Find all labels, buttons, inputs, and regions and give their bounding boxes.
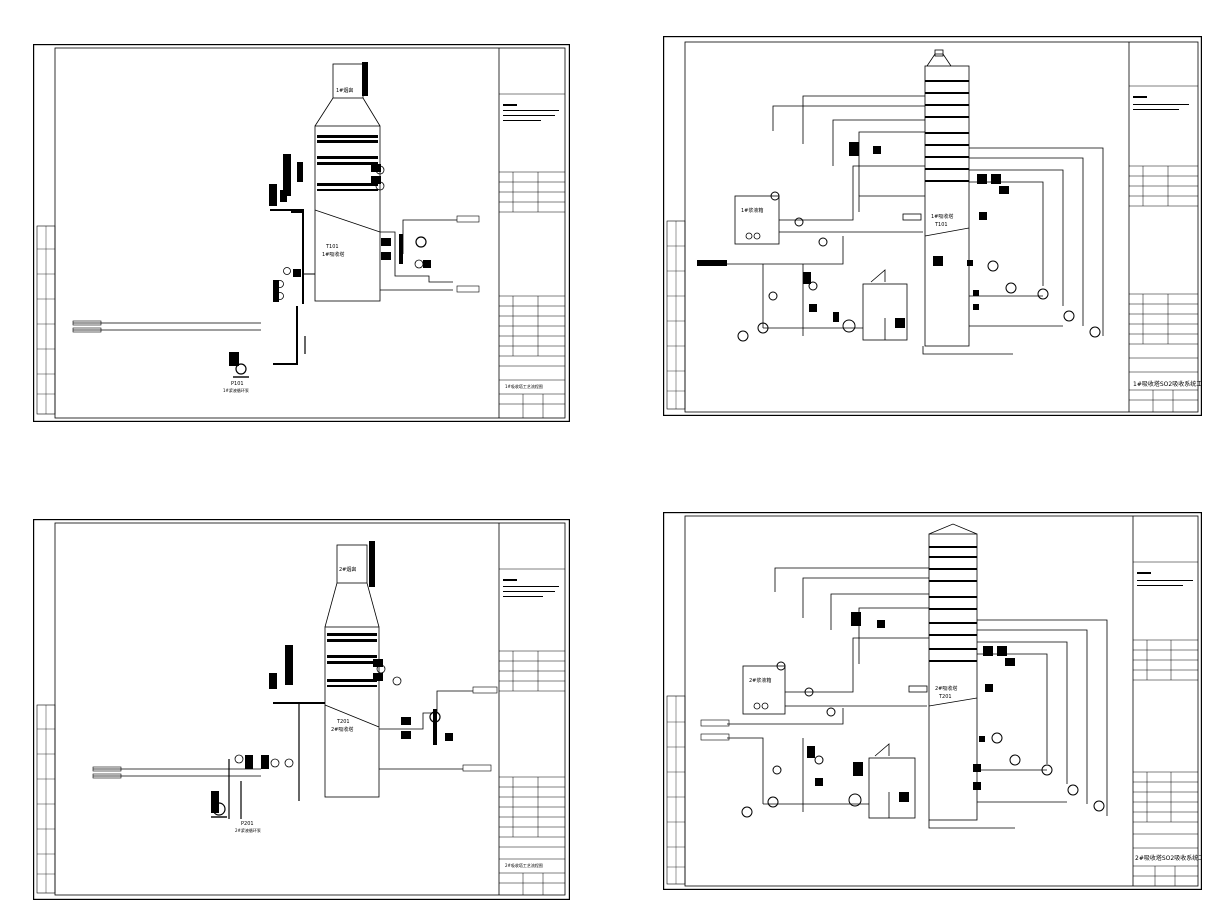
sheet-4-tower-tag: T201 bbox=[938, 694, 952, 700]
sheet-4-tower-label: 2#吸收塔 bbox=[935, 685, 957, 692]
sheet-1-stack-label: 1#烟囱 bbox=[336, 87, 353, 94]
sheet-4-tank-label: 2#浆液箱 bbox=[749, 677, 771, 684]
sheet-2-tower-label: 1#吸收塔 bbox=[931, 213, 953, 220]
sheet-3-pump-name: 2#浆液循环泵 bbox=[235, 827, 261, 833]
sheet-2-diagram: 1#吸收塔SO2吸收系统工艺流程图 1#吸收塔 T101 1#浆液箱 bbox=[663, 36, 1202, 416]
sheet-3-title-block: 2#吸收塔工艺流程图 bbox=[505, 862, 543, 868]
sheet-3-diagram: 2#吸收塔工艺流程图 2#烟囱 T201 2#吸收塔 bbox=[33, 519, 570, 900]
sheet-2-tower-tag: T101 bbox=[934, 222, 948, 228]
sheet-1-pump-tag: P101 bbox=[231, 381, 244, 387]
sheet-3-tower-tag: T201 bbox=[336, 719, 350, 725]
sheet-2-title-block: 1#吸收塔SO2吸收系统工艺流程图 bbox=[1133, 380, 1202, 388]
sheet-1-title-block: 1#吸收塔工艺流程图 bbox=[505, 383, 543, 389]
sheet-1-pump-name: 1#浆液循环泵 bbox=[223, 387, 249, 393]
drawing-sheet-2: 1#吸收塔SO2吸收系统工艺流程图 1#吸收塔 T101 1#浆液箱 bbox=[663, 36, 1202, 416]
sheet-4-title-block: 2#吸收塔SO2吸收系统工艺流程图 bbox=[1135, 854, 1202, 862]
drawing-sheet-4: 2#吸收塔SO2吸收系统工艺流程图 2#吸收塔 T201 2#浆液箱 bbox=[663, 512, 1202, 890]
sheet-4-diagram: 2#吸收塔SO2吸收系统工艺流程图 2#吸收塔 T201 2#浆液箱 bbox=[663, 512, 1202, 890]
sheet-3-tower-name: 2#吸收塔 bbox=[331, 726, 353, 733]
sheet-1-diagram: 1#吸收塔工艺流程图 1#烟囱 T101 1#吸收塔 bbox=[33, 44, 570, 422]
drawing-sheet-1: 1#吸收塔工艺流程图 1#烟囱 T101 1#吸收塔 bbox=[33, 44, 570, 422]
sheet-1-tower-name: 1#吸收塔 bbox=[322, 251, 344, 258]
sheet-3-stack-label: 2#烟囱 bbox=[339, 566, 356, 573]
drawing-sheet-3: 2#吸收塔工艺流程图 2#烟囱 T201 2#吸收塔 bbox=[33, 519, 570, 900]
sheet-1-tower-tag: T101 bbox=[325, 244, 339, 250]
sheet-3-pump-tag: P201 bbox=[241, 821, 254, 827]
sheet-2-tank-label: 1#浆液箱 bbox=[741, 207, 763, 214]
